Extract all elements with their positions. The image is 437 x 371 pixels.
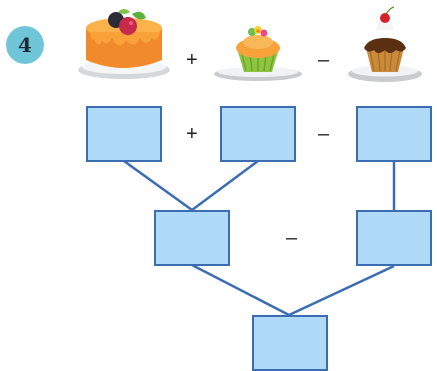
cupcake-image	[214, 26, 302, 81]
problem-number: 4	[18, 33, 32, 57]
problem-number-badge: 4	[6, 26, 44, 64]
minus-operator-row1: –	[318, 49, 330, 71]
answer-box-row3-2[interactable]	[356, 210, 432, 266]
answer-box-row3-1[interactable]	[154, 210, 230, 266]
orange-cake-image	[78, 9, 170, 79]
answer-box-row2-2[interactable]	[220, 106, 296, 162]
answer-box-result[interactable]	[252, 315, 328, 371]
answer-box-row2-1[interactable]	[86, 106, 162, 162]
minus-operator-row2: –	[318, 123, 330, 145]
answer-box-row2-3[interactable]	[356, 106, 432, 162]
plus-operator-row1: +	[186, 49, 198, 71]
minus-operator-row3: –	[286, 227, 298, 249]
chocolate-cupcake-image	[348, 6, 422, 82]
plus-operator-row2: +	[186, 123, 198, 145]
